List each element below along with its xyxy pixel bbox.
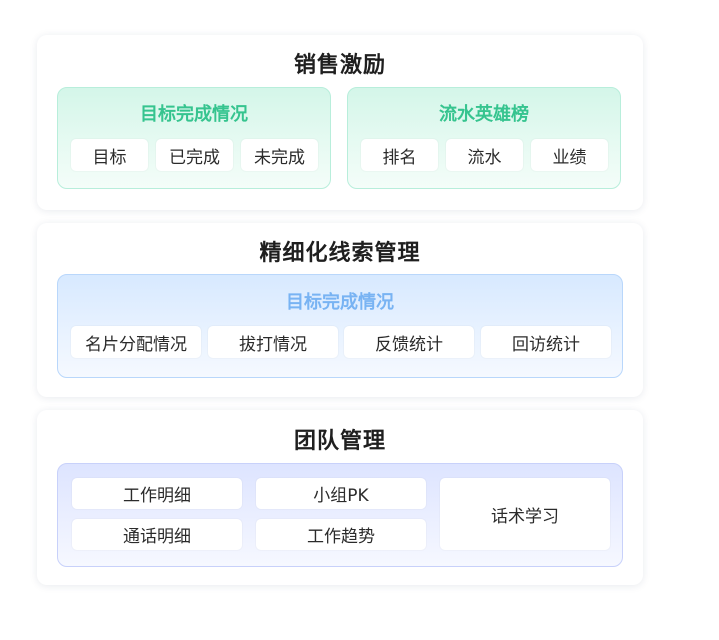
team-management-card: 团队管理 工作明细 小组PK 通话明细 工作趋势 话术学习 bbox=[37, 410, 643, 585]
target-completion-panel-title: 目标完成情况 bbox=[140, 104, 248, 125]
chip-call-status[interactable]: 拔打情况 bbox=[208, 326, 338, 358]
sales-incentive-card: 销售激励 目标完成情况 目标 已完成 未完成 流水英雄榜 排名 流水 业绩 bbox=[37, 35, 643, 210]
chip-revenue[interactable]: 流水 bbox=[446, 139, 523, 171]
sales-incentive-title: 销售激励 bbox=[293, 53, 386, 78]
chip-group-pk[interactable]: 小组PK bbox=[256, 478, 426, 509]
chip-not-completed[interactable]: 未完成 bbox=[241, 139, 318, 171]
chip-feedback-stats[interactable]: 反馈统计 bbox=[344, 326, 474, 358]
revenue-leaderboard-panel: 流水英雄榜 排名 流水 业绩 bbox=[347, 87, 621, 189]
lead-management-title: 精细化线索管理 bbox=[259, 241, 421, 266]
chip-card-distribution[interactable]: 名片分配情况 bbox=[71, 326, 201, 358]
target-completion-panel: 目标完成情况 目标 已完成 未完成 bbox=[57, 87, 331, 189]
chip-revisit-stats[interactable]: 回访统计 bbox=[481, 326, 611, 358]
lead-target-completion-panel-title: 目标完成情况 bbox=[286, 292, 394, 313]
team-management-title: 团队管理 bbox=[293, 429, 386, 454]
chip-work-details[interactable]: 工作明细 bbox=[72, 478, 242, 509]
lead-target-completion-panel: 目标完成情况 名片分配情况 拔打情况 反馈统计 回访统计 bbox=[57, 274, 623, 378]
chip-ranking[interactable]: 排名 bbox=[361, 139, 438, 171]
chip-call-details[interactable]: 通话明细 bbox=[72, 519, 242, 550]
chip-script-learning[interactable]: 话术学习 bbox=[440, 478, 610, 550]
revenue-leaderboard-panel-title: 流水英雄榜 bbox=[439, 104, 529, 125]
team-management-panel: 工作明细 小组PK 通话明细 工作趋势 话术学习 bbox=[57, 463, 623, 567]
lead-management-card: 精细化线索管理 目标完成情况 名片分配情况 拔打情况 反馈统计 回访统计 bbox=[37, 223, 643, 397]
chip-completed[interactable]: 已完成 bbox=[156, 139, 233, 171]
chip-work-trend[interactable]: 工作趋势 bbox=[256, 519, 426, 550]
chip-target[interactable]: 目标 bbox=[71, 139, 148, 171]
chip-performance[interactable]: 业绩 bbox=[531, 139, 608, 171]
